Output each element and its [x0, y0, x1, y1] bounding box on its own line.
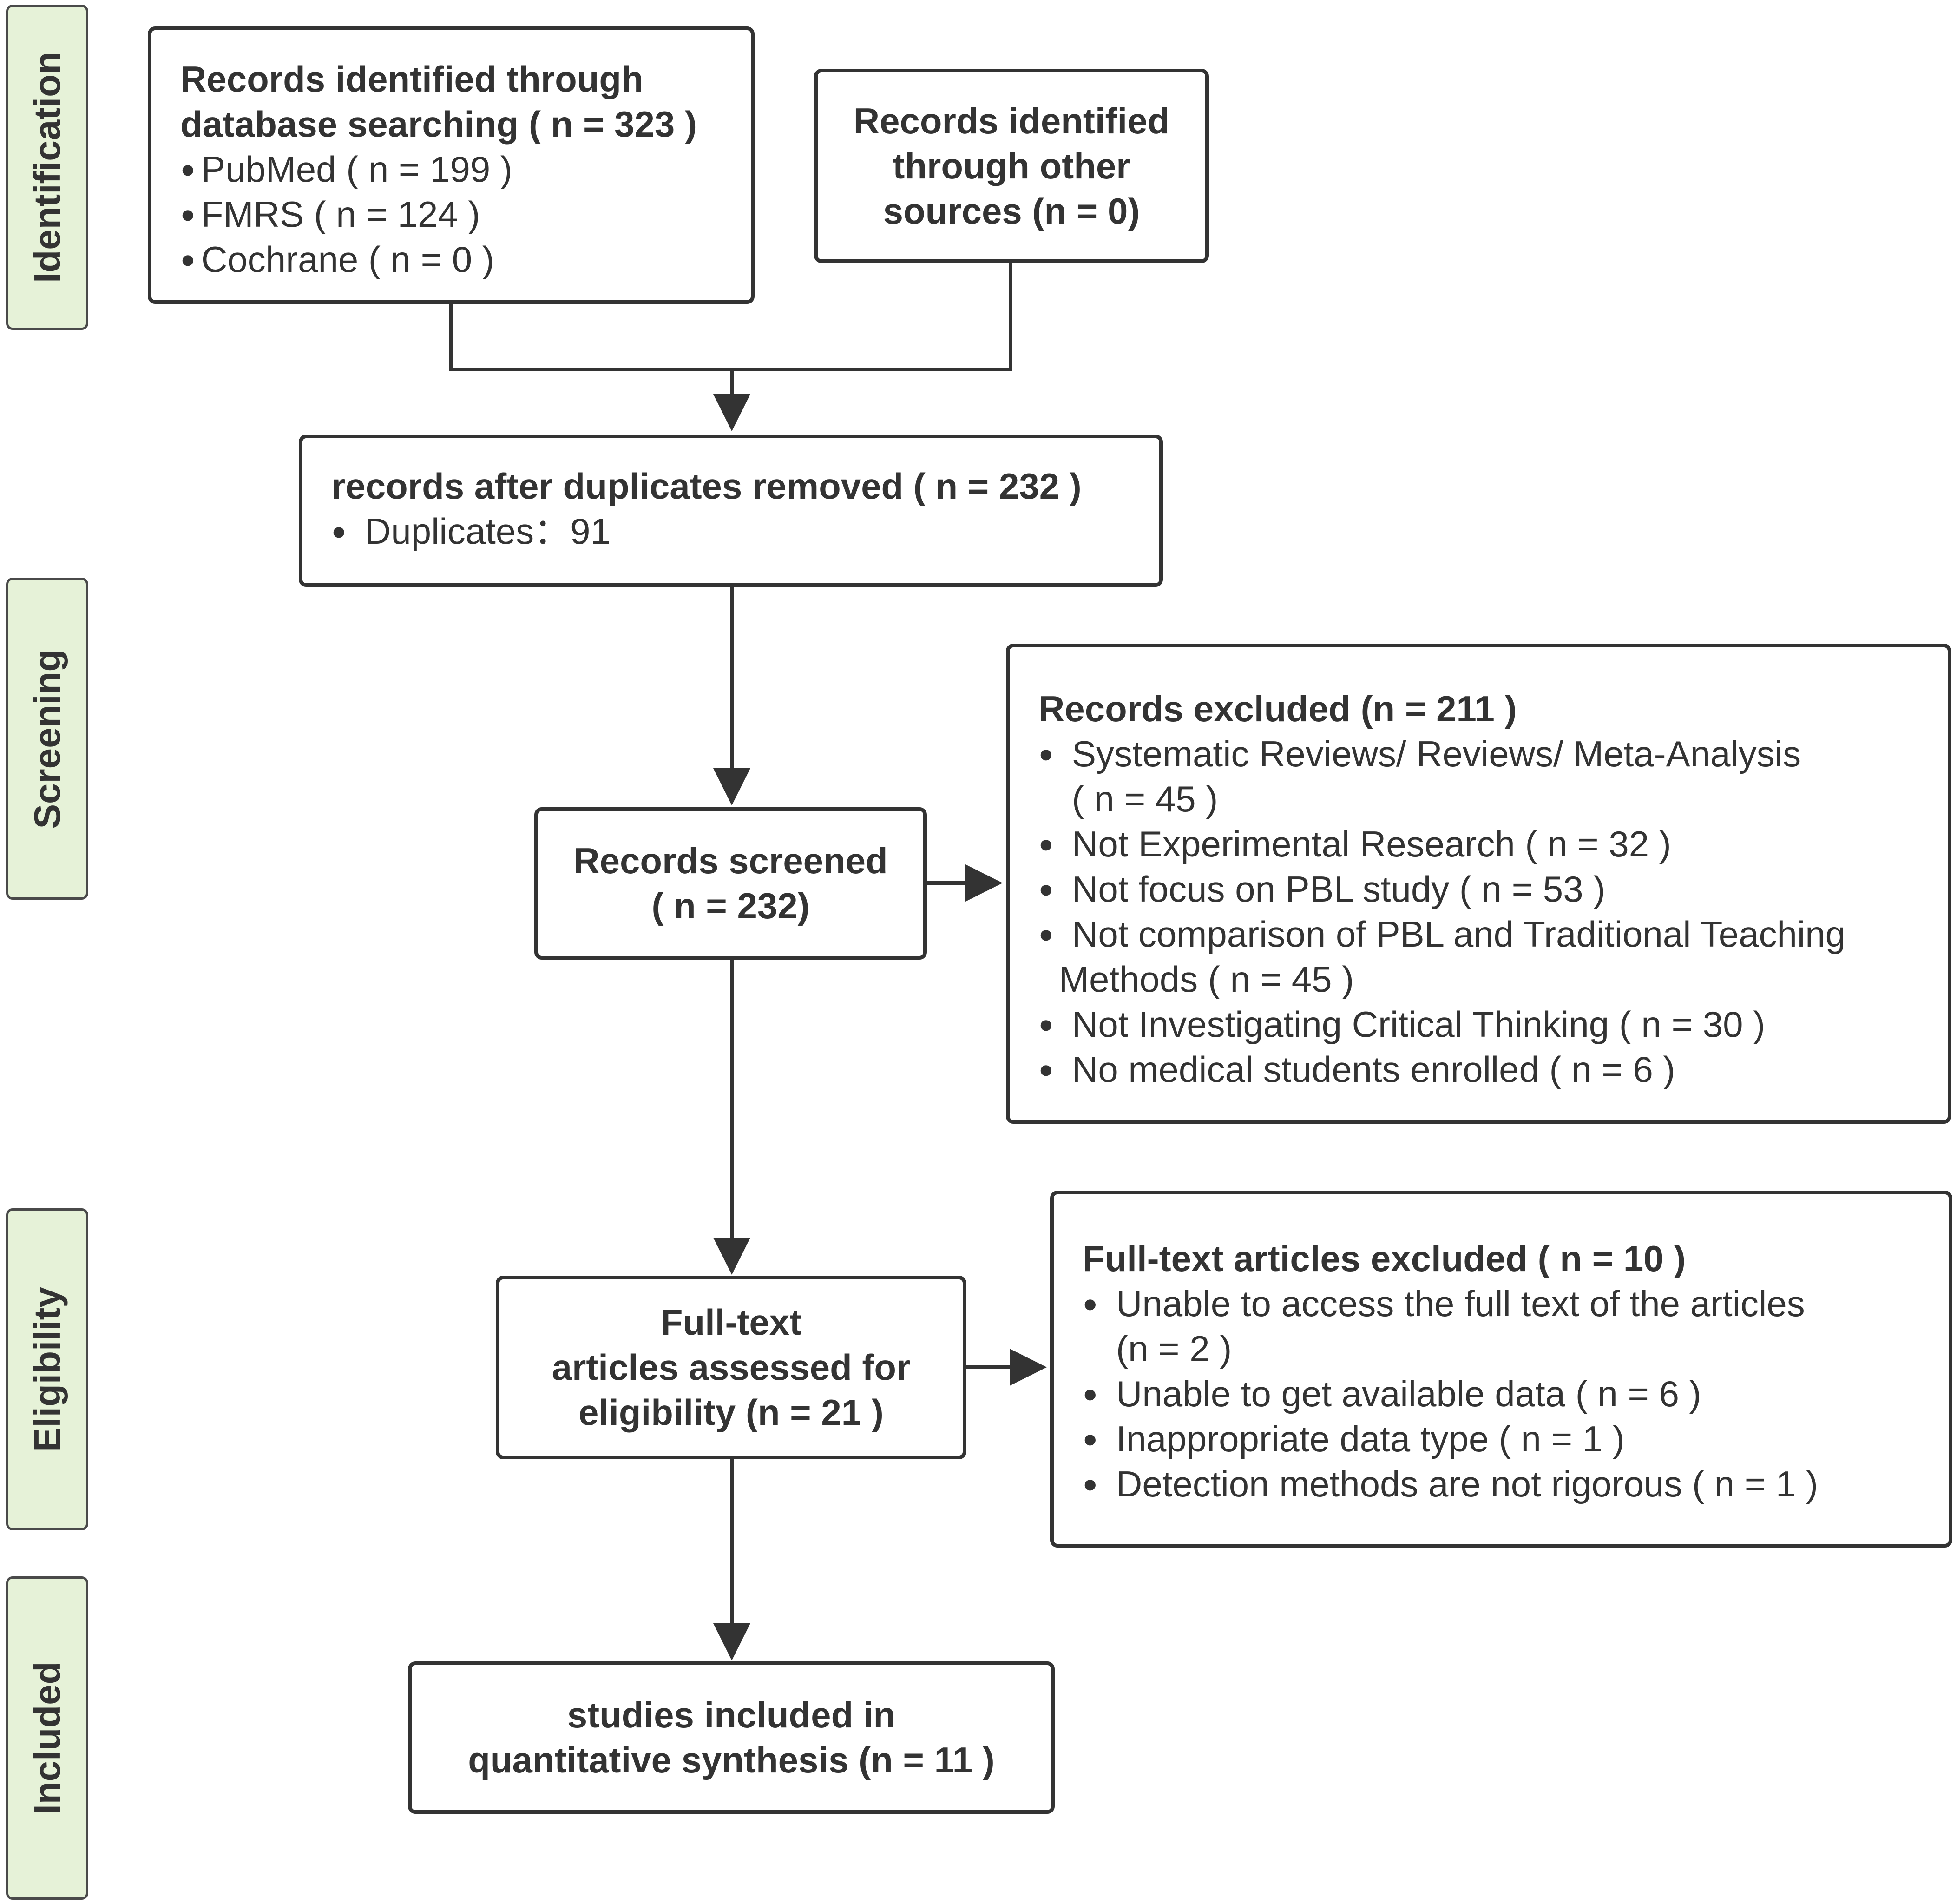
fulltext-excluded-title: Full-text articles excluded ( n = 10 ): [1083, 1238, 1686, 1279]
records-excluded-list: Systematic Reviews/ Reviews/ Meta-Analys…: [1038, 731, 1948, 1092]
stage-identification-label: Identification: [26, 52, 68, 283]
duplicates-list: Duplicates：91: [331, 509, 1159, 554]
studies-included-line1: studies included in: [567, 1694, 896, 1735]
records-screened-line2: ( n = 232): [651, 885, 810, 926]
stage-eligibility: Eligibility: [6, 1208, 88, 1530]
connector-database-to-merge: [449, 302, 732, 371]
stage-included: Included: [6, 1576, 88, 1900]
studies-included-line2: quantitative synthesis (n = 11 ): [468, 1739, 995, 1780]
stage-screening-label: Screening: [26, 649, 68, 829]
stage-included-label: Included: [26, 1661, 68, 1815]
fulltext-excluded-item: Inappropriate data type ( n = 1 ): [1083, 1416, 1949, 1462]
fulltext-excluded-box: Full-text articles excluded ( n = 10 ) U…: [1050, 1191, 1952, 1548]
fulltext-assessed-line2: articles assessed for: [552, 1347, 911, 1388]
fulltext-excluded-item: Unable to access the full text of the ar…: [1083, 1281, 1949, 1371]
records-excluded-item: Systematic Reviews/ Reviews/ Meta-Analys…: [1038, 731, 1948, 822]
duplicates-removed-box: records after duplicates removed ( n = 2…: [299, 435, 1163, 587]
records-screened-line1: Records screened: [573, 840, 888, 881]
records-excluded-item-text: Not focus on PBL study ( n = 53 ): [1072, 869, 1606, 909]
fulltext-excluded-item: Unable to get available data ( n = 6 ): [1083, 1371, 1949, 1416]
records-excluded-item-text: No medical students enrolled ( n = 6 ): [1072, 1049, 1675, 1090]
stage-eligibility-label: Eligibility: [26, 1286, 68, 1452]
records-excluded-item-continuation: ( n = 45 ): [1072, 778, 1218, 819]
records-excluded-item: Not focus on PBL study ( n = 53 ): [1038, 867, 1948, 912]
other-sources-line3: sources (n = 0): [883, 190, 1140, 231]
studies-included-box: studies included in quantitative synthes…: [408, 1661, 1055, 1814]
database-search-title-line1: Records identified through: [180, 59, 644, 99]
fulltext-excluded-item-text: Inappropriate data type ( n = 1 ): [1116, 1418, 1625, 1459]
records-excluded-item-text: Not Investigating Critical Thinking ( n …: [1072, 1004, 1766, 1045]
database-search-box: Records identified through database sear…: [148, 26, 755, 304]
records-excluded-item-text: Systematic Reviews/ Reviews/ Meta-Analys…: [1072, 733, 1801, 774]
other-sources-line2: through other: [893, 145, 1130, 186]
fulltext-assessed-line3: eligibility (n = 21 ): [578, 1392, 884, 1433]
connector-other-to-merge: [732, 262, 1012, 371]
stage-screening: Screening: [6, 578, 88, 900]
records-excluded-title: Records excluded (n = 211 ): [1038, 688, 1517, 729]
fulltext-excluded-list: Unable to access the full text of the ar…: [1083, 1281, 1949, 1507]
stage-identification: Identification: [6, 5, 88, 330]
database-source-item: PubMed ( n = 199 ): [180, 147, 751, 192]
fulltext-excluded-item-continuation: (n = 2 ): [1116, 1328, 1232, 1369]
records-excluded-item: Not comparison of PBL and Traditional Te…: [1038, 912, 1948, 1002]
records-excluded-item-text: Not Experimental Research ( n = 32 ): [1072, 824, 1671, 864]
records-excluded-box: Records excluded (n = 211 ) Systematic R…: [1006, 644, 1951, 1124]
records-excluded-item-text: Not comparison of PBL and Traditional Te…: [1072, 914, 1846, 955]
database-source-item: Cochrane ( n = 0 ): [180, 237, 751, 282]
fulltext-assessed-line1: Full-text: [660, 1302, 802, 1343]
records-excluded-item: Not Experimental Research ( n = 32 ): [1038, 822, 1948, 867]
records-excluded-item: No medical students enrolled ( n = 6 ): [1038, 1047, 1948, 1092]
fulltext-excluded-item-text: Unable to get available data ( n = 6 ): [1116, 1373, 1701, 1414]
fulltext-excluded-item-text: Detection methods are not rigorous ( n =…: [1116, 1463, 1818, 1504]
database-source-list: PubMed ( n = 199 ) FMRS ( n = 124 ) Coch…: [180, 147, 751, 282]
fulltext-excluded-item-text: Unable to access the full text of the ar…: [1116, 1283, 1805, 1324]
records-excluded-item: Not Investigating Critical Thinking ( n …: [1038, 1002, 1948, 1047]
duplicates-item: Duplicates：91: [331, 509, 1159, 554]
records-excluded-item-continuation: Methods ( n = 45 ): [1059, 959, 1354, 1000]
database-source-item: FMRS ( n = 124 ): [180, 192, 751, 237]
database-search-title-line2: database searching ( n = 323 ): [180, 104, 697, 145]
other-sources-box: Records identified through other sources…: [814, 69, 1209, 263]
other-sources-line1: Records identified: [853, 100, 1170, 141]
fulltext-excluded-item: Detection methods are not rigorous ( n =…: [1083, 1462, 1949, 1507]
fulltext-assessed-box: Full-text articles assessed for eligibil…: [496, 1276, 966, 1459]
duplicates-removed-title: records after duplicates removed ( n = 2…: [331, 466, 1082, 507]
records-screened-box: Records screened ( n = 232): [534, 807, 927, 960]
